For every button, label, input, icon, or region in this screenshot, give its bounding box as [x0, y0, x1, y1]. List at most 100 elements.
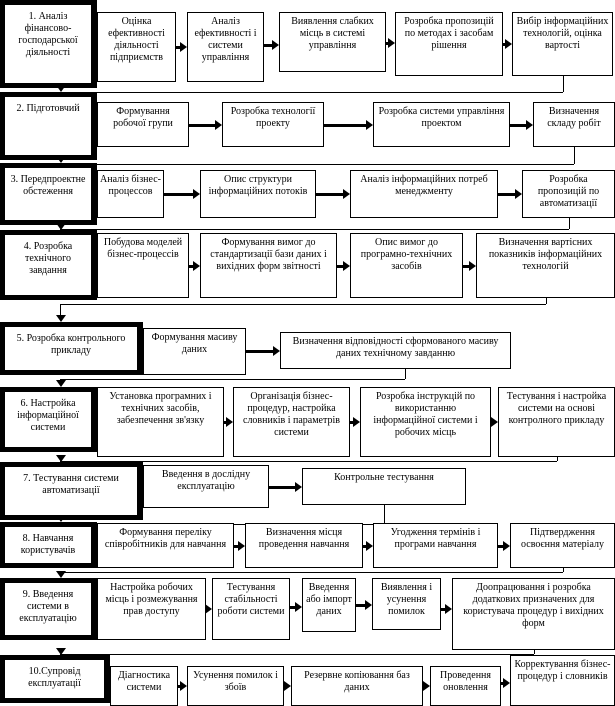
- arrow-right-icon: [423, 681, 430, 691]
- step-box: Настройка робочих місць і розмежування п…: [97, 578, 206, 640]
- connector-arrow-shaft: [316, 193, 343, 196]
- step-box: Вибір інформаційних технологій, оцінка в…: [512, 12, 613, 76]
- step-box: Аналіз бізнес-процессов: [97, 170, 164, 218]
- step-box: Формування масиву даних: [143, 328, 246, 375]
- step-box: Розробка системи управління проектом: [373, 102, 510, 147]
- connector-arrow-shaft: [290, 606, 295, 609]
- arrow-right-icon: [226, 417, 233, 427]
- step-box: Організація бізнес-процедур, настройка с…: [233, 387, 350, 457]
- connector-line: [60, 304, 546, 305]
- arrow-right-icon: [273, 346, 280, 356]
- connector-arrow-shaft: [264, 44, 272, 47]
- connector-arrow-shaft: [501, 682, 503, 685]
- connector-arrow-shaft: [178, 685, 180, 688]
- connector-arrow-shaft: [176, 46, 180, 49]
- arrow-down-icon: [56, 85, 66, 92]
- connector-line: [534, 650, 535, 654]
- connector-line: [569, 218, 570, 229]
- connector-line: [557, 457, 558, 461]
- arrow-right-icon: [526, 120, 533, 130]
- connector-arrow-shaft: [189, 265, 193, 268]
- step-box: Усунення помилок і збоїв: [187, 666, 284, 706]
- arrow-down-icon: [56, 515, 66, 522]
- arrow-right-icon: [284, 681, 291, 691]
- arrow-right-icon: [295, 602, 302, 612]
- connector-arrow-shaft: [224, 421, 226, 424]
- step-box: Побудова моделей бізнес-процессів: [97, 233, 189, 298]
- arrow-right-icon: [272, 40, 279, 50]
- arrow-right-icon: [388, 38, 395, 48]
- step-box: Розробка інструкцій по використанню інфо…: [360, 387, 491, 457]
- step-box: Формування робочої групи: [97, 102, 189, 147]
- step-box: Розробка пропозицій по методах і засобам…: [395, 12, 503, 76]
- step-box: Введення в дослідну експлуатацію: [143, 465, 269, 508]
- arrow-down-icon: [56, 223, 66, 230]
- arrow-right-icon: [343, 261, 350, 271]
- connector-line: [546, 298, 547, 304]
- arrow-right-icon: [366, 541, 373, 551]
- step-box: Аналіз ефективності і системи управління: [187, 12, 264, 82]
- connector-line: [60, 572, 563, 573]
- step-box: Визначення вартісних показників інформац…: [476, 233, 615, 298]
- connector-arrow-shaft: [463, 265, 469, 268]
- arrow-right-icon: [180, 42, 187, 52]
- connector-arrow-shaft: [269, 486, 295, 489]
- arrow-down-icon: [56, 380, 66, 387]
- step-box: Тестування і настройка системи на основі…: [498, 387, 615, 457]
- connector-arrow-shaft: [350, 421, 353, 424]
- stage-box: 5. Розробка контрольного прикладу: [0, 322, 143, 375]
- step-box: Розробка технології проекту: [222, 102, 324, 147]
- arrow-right-icon: [193, 261, 200, 271]
- step-box: Введення або імпорт даних: [302, 578, 356, 632]
- stage-box: 6. Настройка інформаційної системи: [0, 387, 97, 452]
- arrow-right-icon: [238, 541, 245, 551]
- stage-box: 7. Тестування системи автоматизації: [0, 462, 143, 520]
- stage-box: 8. Навчання користувачів: [0, 522, 97, 568]
- arrow-right-icon: [503, 541, 510, 551]
- connector-line: [60, 229, 569, 230]
- connector-line: [60, 461, 557, 462]
- arrow-right-icon: [366, 120, 373, 130]
- stage-box: 10.Супровід експлуатації: [0, 655, 110, 703]
- connector-line: [60, 304, 61, 316]
- connector-arrow-shaft: [498, 545, 503, 548]
- stage-box: 2. Підготовчий: [0, 92, 97, 160]
- connector-arrow-shaft: [324, 124, 366, 127]
- arrow-down-icon: [56, 315, 66, 322]
- arrow-right-icon: [445, 604, 452, 614]
- arrow-down-icon: [56, 648, 66, 655]
- step-box: Визначення відповідності сформованого ма…: [280, 332, 511, 369]
- stage-box: 3. Передпроектне обстеження: [0, 163, 97, 225]
- arrow-right-icon: [515, 189, 522, 199]
- arrow-down-icon: [56, 156, 66, 163]
- step-box: Розробка пропозицій по автоматизації: [522, 170, 615, 218]
- step-box: Аналіз інформаційних потреб менеджменту: [350, 170, 498, 218]
- step-box: Виявлення і усунення помилок: [372, 578, 441, 630]
- step-box: Підтвердження освоєння матеріалу: [510, 523, 615, 568]
- connector-line: [563, 76, 564, 92]
- arrow-right-icon: [343, 189, 350, 199]
- step-box: Установка програмних і технічних засобів…: [97, 387, 224, 457]
- connector-arrow-shaft: [234, 545, 238, 548]
- step-box: Діагностика системи: [110, 666, 178, 706]
- connector-arrow-shaft: [498, 193, 515, 196]
- step-box: Резервне копіювання баз даних: [291, 666, 423, 706]
- connector-arrow-shaft: [246, 350, 273, 353]
- step-box: Контрольне тестування: [302, 468, 466, 505]
- step-box: Доопрацювання і розробка додаткових приз…: [452, 578, 615, 650]
- connector-arrow-shaft: [441, 608, 445, 611]
- connector-line: [60, 379, 405, 380]
- connector-line: [405, 369, 406, 379]
- step-box: Тестування стабільності роботи системи: [212, 578, 290, 640]
- arrow-right-icon: [295, 482, 302, 492]
- connector-arrow-shaft: [164, 193, 193, 196]
- arrow-right-icon: [180, 681, 187, 691]
- step-box: Опис структури інформаційних потоків: [200, 170, 316, 218]
- connector-line: [60, 654, 534, 655]
- connector-arrow-shaft: [337, 265, 343, 268]
- arrow-right-icon: [505, 39, 512, 49]
- stage-box: 9. Введення системи в експлуатацію: [0, 578, 97, 640]
- connector-arrow-shaft: [363, 545, 366, 548]
- connector-arrow-shaft: [356, 604, 365, 607]
